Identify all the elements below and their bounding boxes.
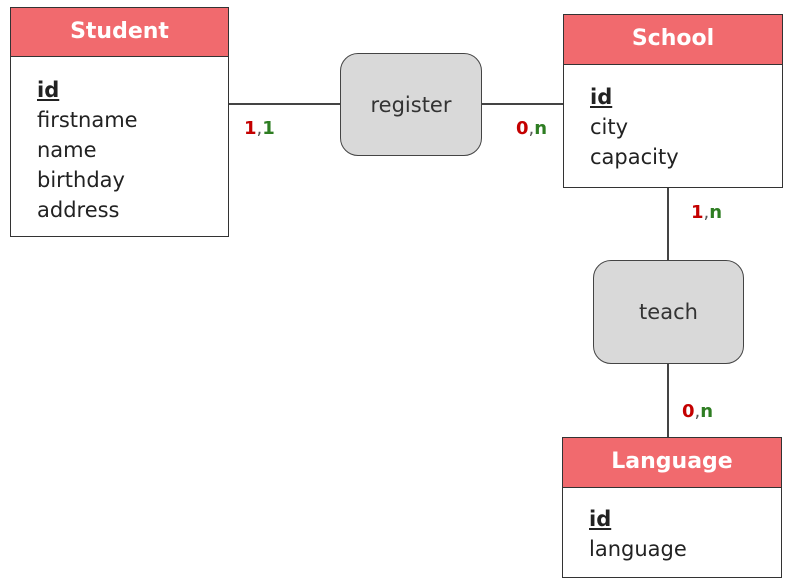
register-relation-label: register — [370, 92, 452, 117]
entity-attribute: address — [37, 198, 120, 222]
entity-attribute: capacity — [590, 145, 679, 169]
cardinality-max: n — [709, 202, 723, 223]
school-attribute-list: id city capacity — [564, 65, 782, 180]
entity-attribute: city — [590, 115, 629, 139]
teach-language-connector — [667, 363, 669, 438]
language-attribute-list: id language — [563, 488, 781, 572]
school-entity[interactable]: School id city capacity — [563, 14, 783, 188]
student-attribute-list: id firstname name birthday address — [11, 57, 228, 233]
student-entity-title: Student — [11, 8, 228, 57]
cardinality-max: n — [534, 118, 548, 139]
cardinality-min: 1 — [691, 202, 704, 223]
school-register-cardinality: 0,n — [516, 118, 547, 139]
school-entity-title: School — [564, 15, 782, 65]
primary-key-attribute: id — [590, 85, 613, 109]
language-entity[interactable]: Language id language — [562, 437, 782, 578]
student-entity[interactable]: Student id firstname name birthday address — [10, 7, 229, 237]
school-teach-cardinality: 1,n — [691, 202, 722, 223]
entity-attribute: birthday — [37, 168, 125, 192]
register-school-connector — [481, 103, 564, 105]
cardinality-max: 1 — [262, 118, 275, 139]
cardinality-separator: , — [528, 118, 535, 139]
entity-attribute: name — [37, 138, 97, 162]
cardinality-min: 1 — [244, 118, 257, 139]
language-entity-title: Language — [563, 438, 781, 488]
register-relation[interactable]: register — [340, 53, 482, 156]
entity-attribute: firstname — [37, 108, 138, 132]
teach-relation[interactable]: teach — [593, 260, 744, 364]
cardinality-separator: , — [694, 401, 701, 422]
school-teach-connector — [667, 188, 669, 261]
teach-relation-label: teach — [639, 300, 698, 324]
primary-key-attribute: id — [589, 507, 612, 531]
cardinality-max: n — [700, 401, 714, 422]
cardinality-separator: , — [703, 202, 710, 223]
primary-key-attribute: id — [37, 78, 60, 102]
cardinality-min: 0 — [682, 401, 695, 422]
student-register-cardinality: 1,1 — [244, 118, 275, 139]
language-teach-cardinality: 0,n — [682, 401, 713, 422]
cardinality-separator: , — [256, 118, 263, 139]
student-register-connector — [229, 103, 341, 105]
entity-attribute: language — [589, 537, 687, 561]
cardinality-min: 0 — [516, 118, 529, 139]
